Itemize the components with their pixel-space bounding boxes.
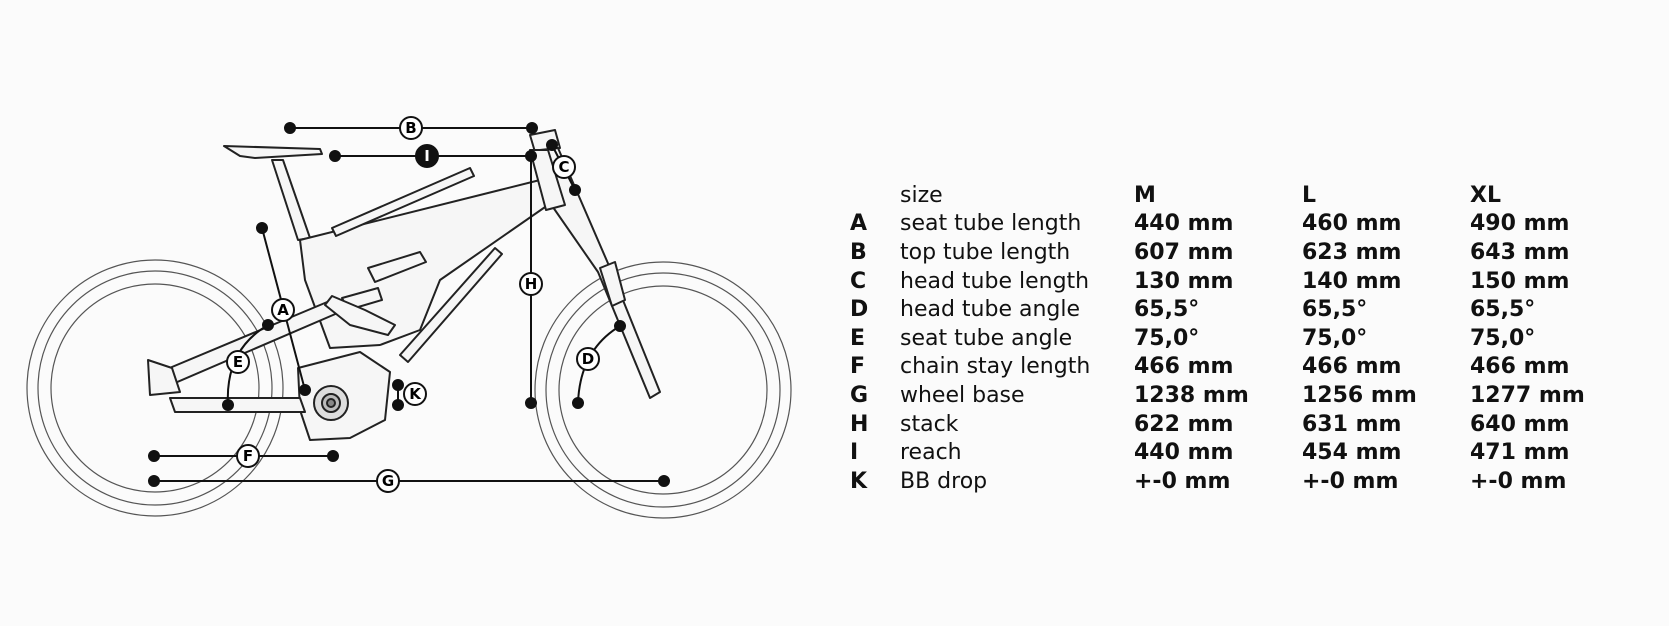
row-letter: A [850,211,868,237]
marker-I: I [415,144,439,168]
marker-A: A [271,298,295,322]
value-xl: 471 mm [1470,440,1570,466]
marker-B: B [399,116,423,140]
value-l: 460 mm [1302,211,1402,237]
svg-text:D: D [582,350,594,368]
row-label: stack [900,411,959,437]
table-row: K BB drop +-0 mm +-0 mm +-0 mm [850,467,1610,496]
value-xl: 466 mm [1470,354,1570,380]
value-m: 440 mm [1134,440,1234,466]
row-label: wheel base [900,382,1025,408]
row-label: reach [900,440,962,466]
table-row: G wheel base 1238 mm 1256 mm 1277 mm [850,381,1610,410]
value-l: 623 mm [1302,239,1402,265]
svg-text:E: E [233,353,243,371]
row-letter: F [850,354,866,380]
table-row: E seat tube angle 75,0° 75,0° 75,0° [850,324,1610,353]
row-label: BB drop [900,468,988,494]
row-label: top tube length [900,239,1071,265]
row-letter: H [850,411,869,437]
row-letter: C [850,268,867,294]
marker-E: E [226,350,250,374]
svg-text:A: A [277,301,289,319]
rear-wheel [26,259,284,517]
table-row: F chain stay length 466 mm 466 mm 466 mm [850,353,1610,382]
bike-frame [147,129,661,441]
value-m: 466 mm [1134,354,1234,380]
value-xl: +-0 mm [1470,468,1567,494]
svg-text:F: F [243,447,253,465]
value-m: 130 mm [1134,268,1234,294]
value-l: 65,5° [1302,297,1368,323]
value-m: 65,5° [1134,297,1200,323]
size-label: size [900,182,943,208]
size-xl-header: XL [1470,182,1501,208]
value-l: 631 mm [1302,411,1402,437]
value-xl: 65,5° [1470,297,1536,323]
table-row: H stack 622 mm 631 mm 640 mm [850,410,1610,439]
marker-K: K [403,382,427,406]
svg-text:G: G [382,472,394,490]
row-letter: I [850,440,859,466]
row-letter: E [850,325,866,351]
marker-H: H [519,272,543,296]
row-label: seat tube length [900,211,1082,237]
marker-C: C [552,155,576,179]
value-l: 454 mm [1302,440,1402,466]
value-m: 440 mm [1134,211,1234,237]
value-m: 1238 mm [1134,382,1249,408]
value-m: 622 mm [1134,411,1234,437]
table-row: A seat tube length 440 mm 460 mm 490 mm [850,210,1610,239]
row-label: head tube angle [900,297,1081,323]
value-l: +-0 mm [1302,468,1399,494]
row-letter: D [850,297,869,323]
row-letter: K [850,468,868,494]
row-letter: B [850,239,867,265]
value-l: 1256 mm [1302,382,1417,408]
table-row: I reach 440 mm 454 mm 471 mm [850,438,1610,467]
marker-G: G [376,469,400,493]
svg-text:I: I [424,147,430,165]
row-letter: G [850,382,869,408]
value-m: 75,0° [1134,325,1200,351]
row-label: head tube length [900,268,1090,294]
size-m-header: M [1134,182,1156,208]
table-row: D head tube angle 65,5° 65,5° 65,5° [850,295,1610,324]
value-xl: 150 mm [1470,268,1570,294]
value-xl: 640 mm [1470,411,1570,437]
value-l: 75,0° [1302,325,1368,351]
svg-text:H: H [525,275,538,293]
bike-geometry-diagram: B I C H A E K D [26,116,792,519]
header-letter-cell [850,181,900,210]
geometry-table: size M L XL A seat tube length 440 mm 46… [850,181,1610,496]
value-xl: 1277 mm [1470,382,1585,408]
marker-D: D [576,347,600,371]
svg-text:B: B [405,119,416,137]
row-label: chain stay length [900,354,1091,380]
marker-F: F [236,444,260,468]
table-header-row: size M L XL [850,181,1610,210]
value-xl: 490 mm [1470,211,1570,237]
value-m: 607 mm [1134,239,1234,265]
size-l-header: L [1302,182,1317,208]
value-m: +-0 mm [1134,468,1231,494]
table-row: C head tube length 130 mm 140 mm 150 mm [850,267,1610,296]
table-row: B top tube length 607 mm 623 mm 643 mm [850,238,1610,267]
value-l: 140 mm [1302,268,1402,294]
value-xl: 643 mm [1470,239,1570,265]
row-label: seat tube angle [900,325,1073,351]
svg-text:C: C [558,158,569,176]
svg-text:K: K [409,385,422,403]
value-xl: 75,0° [1470,325,1536,351]
value-l: 466 mm [1302,354,1402,380]
front-wheel [534,261,792,519]
